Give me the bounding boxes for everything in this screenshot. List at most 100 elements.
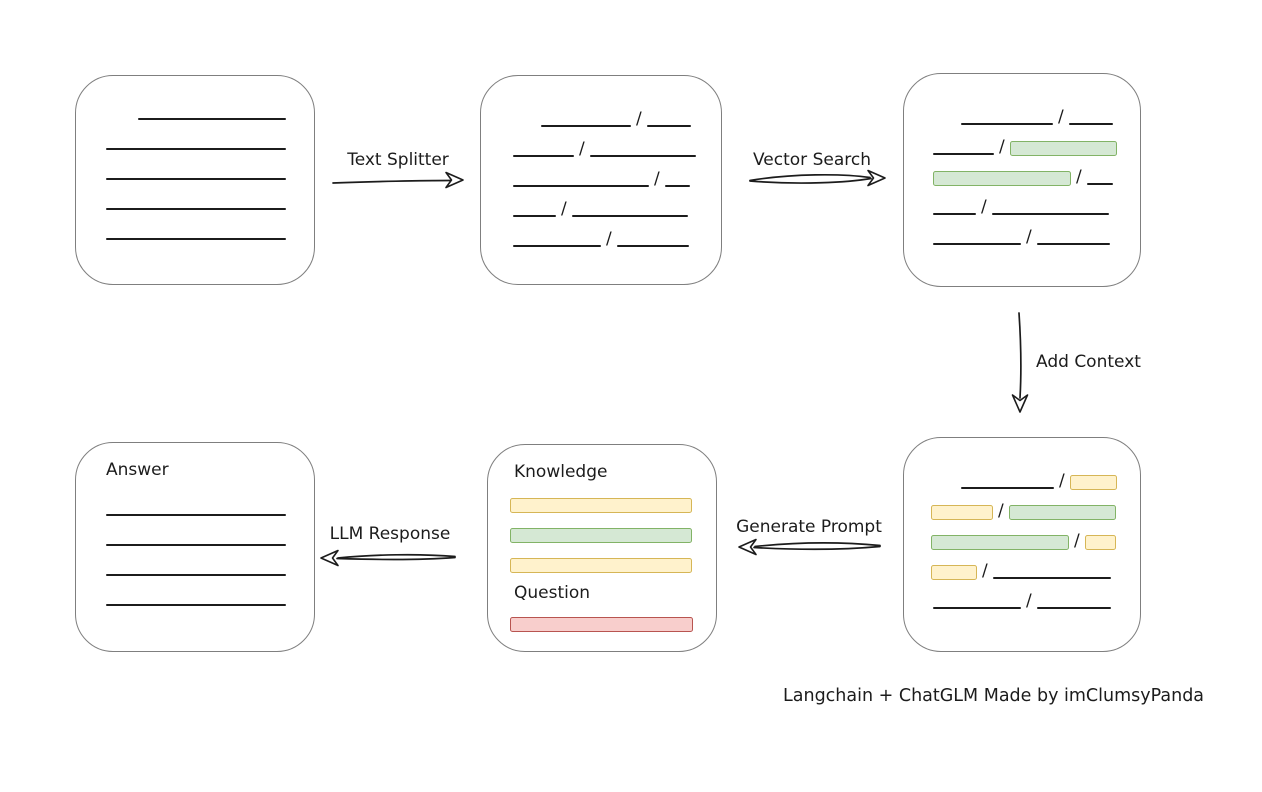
text-row bbox=[106, 547, 314, 577]
text-row: / bbox=[513, 218, 721, 248]
text-line bbox=[664, 185, 690, 187]
text-line bbox=[106, 148, 286, 150]
slash-separator: / bbox=[1076, 167, 1082, 187]
question-bars bbox=[510, 604, 716, 632]
text-row bbox=[510, 604, 716, 632]
slash-separator: / bbox=[1058, 107, 1064, 127]
text-row bbox=[106, 121, 314, 151]
llm-response-arrow bbox=[320, 549, 456, 567]
text-line bbox=[571, 215, 688, 217]
text-row: / bbox=[933, 126, 1140, 156]
split-chunks-node: / / / / / bbox=[480, 75, 722, 285]
text-row: / bbox=[931, 520, 1140, 550]
context-chunks-node: / / / / / bbox=[903, 437, 1141, 652]
text-line bbox=[1068, 123, 1113, 125]
text-line bbox=[106, 604, 286, 606]
question-heading: Question bbox=[514, 583, 591, 603]
slash-separator: / bbox=[1074, 531, 1080, 551]
text-line bbox=[961, 487, 1054, 489]
text-line bbox=[513, 245, 601, 247]
text-line bbox=[646, 125, 691, 127]
answer-lines bbox=[106, 487, 314, 607]
add-context-arrow bbox=[1011, 312, 1029, 413]
slash-separator: / bbox=[636, 109, 642, 129]
text-row: / bbox=[933, 186, 1140, 216]
highlight-bar-yellow bbox=[1084, 535, 1116, 550]
text-line bbox=[1036, 243, 1110, 245]
slash-separator: / bbox=[579, 139, 585, 159]
text-line bbox=[541, 125, 631, 127]
answer-heading: Answer bbox=[106, 460, 169, 480]
text-line bbox=[106, 208, 286, 210]
vector-matched-chunks-node: ///// bbox=[903, 73, 1141, 287]
highlight-bar-green bbox=[510, 528, 692, 543]
slash-separator: / bbox=[981, 197, 987, 217]
text-row bbox=[106, 211, 314, 241]
text-line bbox=[106, 544, 286, 546]
text-row bbox=[510, 483, 716, 513]
slash-separator: / bbox=[998, 501, 1004, 521]
text-row bbox=[138, 91, 314, 121]
text-row: / bbox=[513, 128, 721, 158]
text-line bbox=[138, 118, 286, 120]
highlight-bar-green bbox=[1009, 141, 1117, 156]
text-row bbox=[106, 517, 314, 547]
text-line bbox=[513, 155, 574, 157]
slash-separator: / bbox=[982, 561, 988, 581]
highlight-bar-green bbox=[933, 171, 1071, 186]
text-splitter-label: Text Splitter bbox=[347, 150, 449, 170]
text-row: / bbox=[961, 460, 1140, 490]
text-line bbox=[106, 178, 286, 180]
text-line bbox=[1036, 607, 1111, 609]
prompt-node: Knowledge Question bbox=[487, 444, 717, 652]
text-line bbox=[992, 577, 1111, 579]
text-row: / bbox=[931, 490, 1140, 520]
text-row: / bbox=[961, 96, 1140, 126]
text-line bbox=[933, 213, 976, 215]
answer-node: Answer bbox=[75, 442, 315, 652]
text-line bbox=[991, 213, 1109, 215]
vector-search-label: Vector Search bbox=[753, 150, 871, 170]
highlight-bar-yellow bbox=[931, 505, 993, 520]
text-line bbox=[106, 238, 286, 240]
text-row bbox=[106, 151, 314, 181]
slash-separator: / bbox=[999, 137, 1005, 157]
highlight-bar-yellow bbox=[510, 498, 692, 513]
vector-search-arrow bbox=[749, 169, 886, 187]
text-row: / bbox=[931, 550, 1140, 580]
slash-separator: / bbox=[606, 229, 612, 249]
text-row bbox=[106, 181, 314, 211]
text-row: / bbox=[513, 188, 721, 218]
text-line bbox=[961, 123, 1053, 125]
generate-prompt-arrow bbox=[738, 538, 881, 556]
highlight-bar-red bbox=[510, 617, 693, 632]
slash-separator: / bbox=[654, 169, 660, 189]
knowledge-heading: Knowledge bbox=[514, 462, 608, 482]
highlight-bar-green bbox=[1008, 505, 1116, 520]
text-line bbox=[106, 514, 286, 516]
text-line bbox=[1086, 183, 1113, 185]
generate-prompt-label: Generate Prompt bbox=[736, 517, 882, 537]
text-row bbox=[106, 487, 314, 517]
text-row: / bbox=[541, 98, 721, 128]
text-line bbox=[513, 215, 556, 217]
text-splitter-arrow bbox=[332, 171, 464, 189]
slash-separator: / bbox=[561, 199, 567, 219]
text-line bbox=[106, 574, 286, 576]
text-line bbox=[933, 243, 1021, 245]
highlight-bar-yellow bbox=[931, 565, 977, 580]
text-row bbox=[510, 543, 716, 573]
credit-caption: Langchain + ChatGLM Made by imClumsyPand… bbox=[783, 686, 1205, 706]
knowledge-bars bbox=[510, 483, 716, 573]
highlight-bar-yellow bbox=[510, 558, 692, 573]
highlight-bar-yellow bbox=[1069, 475, 1117, 490]
text-line bbox=[589, 155, 696, 157]
text-row bbox=[510, 513, 716, 543]
text-row: / bbox=[933, 216, 1140, 246]
slash-separator: / bbox=[1026, 591, 1032, 611]
text-row: / bbox=[933, 156, 1140, 186]
text-row: / bbox=[933, 580, 1140, 610]
source-document-node bbox=[75, 75, 315, 285]
